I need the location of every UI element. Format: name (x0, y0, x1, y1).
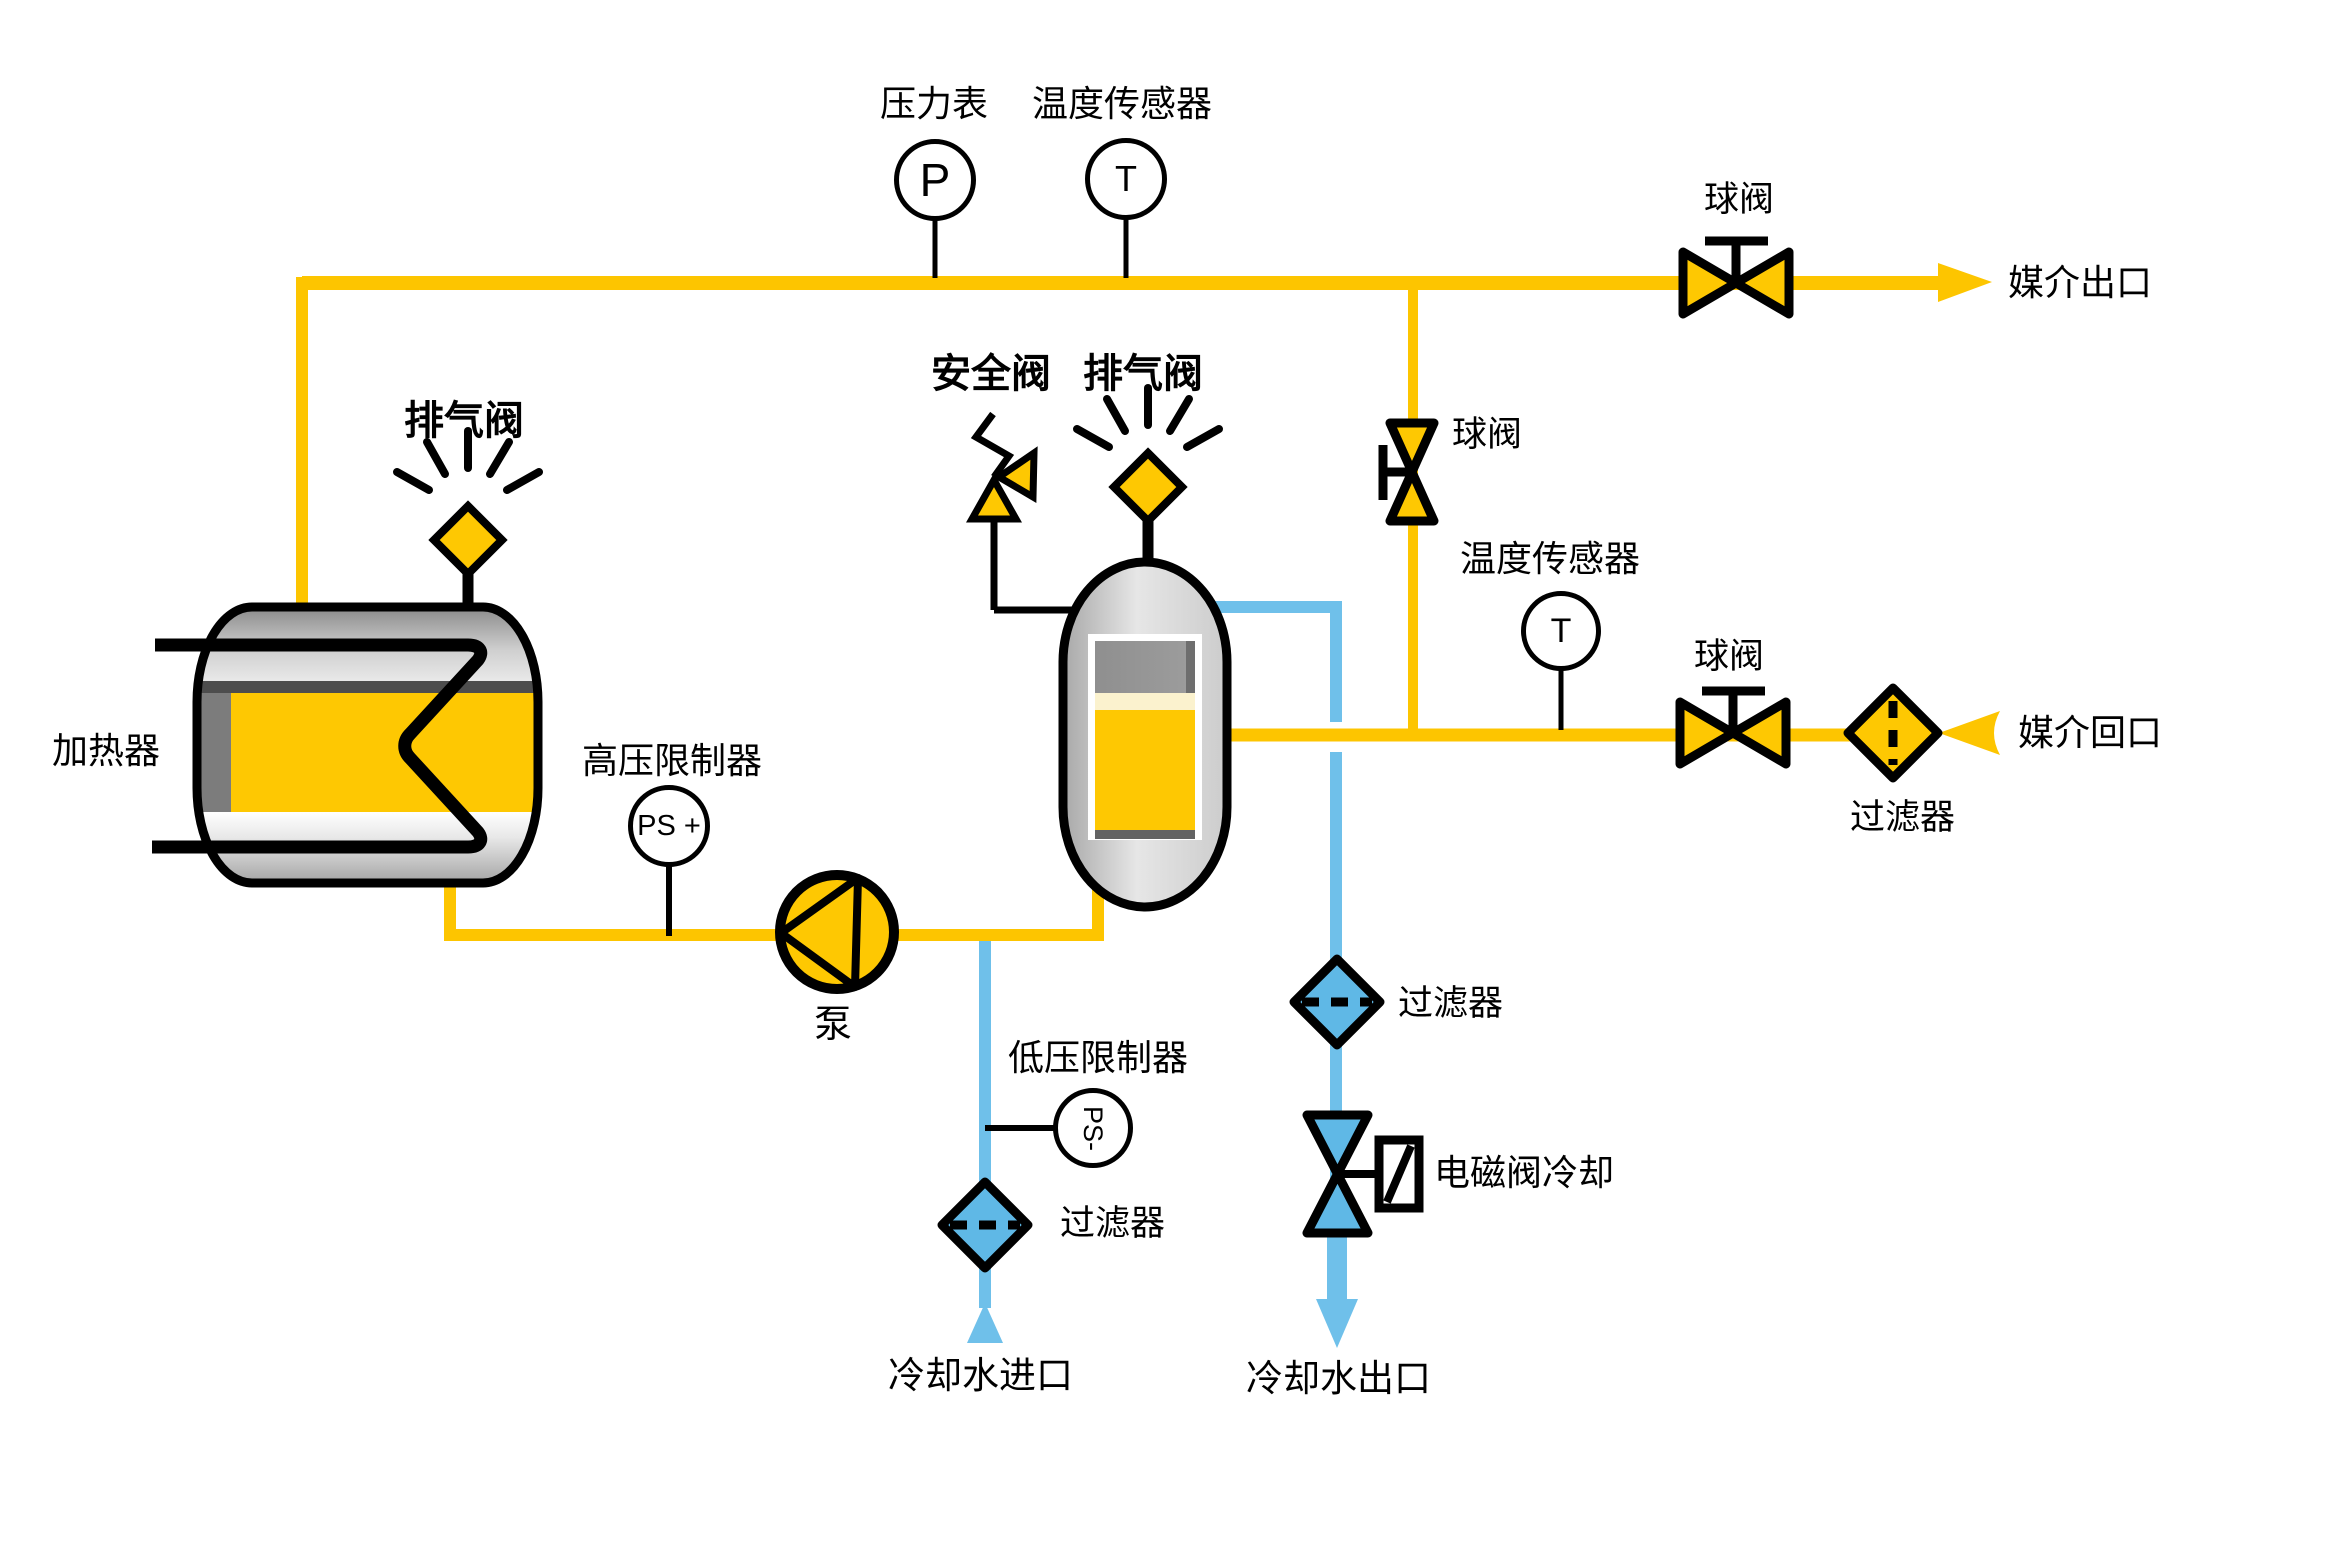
vessel-gas-space (1095, 641, 1195, 693)
label-temperature-sensor-right: 温度传感器 (1460, 538, 1641, 579)
label-heater: 加热器 (52, 730, 161, 771)
label-filter-inlet: 过滤器 (1060, 1204, 1166, 1243)
label-exhaust-valve-heater: 排气阀 (404, 399, 524, 443)
label-low-pressure-limiter: 低压限制器 (1008, 1037, 1189, 1078)
filter-outlet-symbol (1289, 954, 1385, 1050)
label-cooling-water-outlet: 冷却水出口 (1246, 1358, 1431, 1399)
label-filter-return: 过滤器 (1850, 798, 1956, 837)
vessel-liquid-level (1095, 710, 1195, 830)
exhaust-valve-heater-symbol (393, 427, 543, 580)
label-media-return: 媒介回口 (2018, 712, 2163, 753)
label-ball-valve-top: 球阀 (1704, 180, 1775, 219)
cooling-outlet-arrow (1316, 1299, 1358, 1348)
filter-return-symbol (1843, 683, 1943, 783)
media-return-arrow (1939, 711, 2000, 755)
label-pump: 泵 (814, 1004, 853, 1046)
label-solenoid-cooling: 电磁阀冷却 (1434, 1152, 1615, 1193)
ball-valve-branch-symbol (1378, 418, 1439, 526)
label-ball-valve-branch: 球阀 (1452, 415, 1523, 454)
high-pressure-switch-indicator: PS + (628, 785, 710, 867)
temperature-sensor-right-indicator: T (1521, 591, 1601, 671)
heating-element (152, 638, 488, 854)
vessel-foam-band (1095, 693, 1195, 710)
pipe-pump-line (444, 863, 1104, 941)
label-media-outlet: 媒介出口 (2008, 262, 2153, 303)
high-pressure-switch-text: PS + (637, 809, 701, 842)
label-high-pressure-limiter: 高压限制器 (582, 740, 763, 781)
expansion-vessel-symbol (1058, 557, 1232, 912)
pressure-gauge-indicator: P (894, 139, 976, 221)
safety-valve-symbol (966, 411, 1038, 523)
label-pressure-gauge: 压力表 (880, 83, 989, 124)
temperature-sensor-top-indicator: T (1085, 138, 1167, 220)
pump-symbol (775, 870, 899, 994)
ball-valve-return-symbol (1675, 686, 1791, 769)
label-exhaust-valve-tank: 排气阀 (1083, 352, 1203, 396)
label-safety-valve: 安全阀 (931, 352, 1051, 396)
label-ball-valve-return: 球阀 (1694, 637, 1765, 676)
ball-valve-top-symbol (1678, 236, 1794, 319)
instrument-stems (462, 219, 1564, 1131)
temperature-top-letter: T (1115, 158, 1137, 199)
heater-symbol (152, 602, 543, 888)
low-pressure-switch-text: PS- (1078, 1105, 1109, 1151)
label-filter-outlet: 过滤器 (1398, 984, 1504, 1023)
media-outlet-arrow (1938, 263, 1992, 302)
temperature-right-letter: T (1550, 611, 1572, 650)
label-temperature-sensor-top: 温度传感器 (1032, 83, 1213, 124)
solenoid-valve-symbol (1302, 1110, 1424, 1238)
label-cooling-water-inlet: 冷却水进口 (888, 1355, 1073, 1396)
pressure-gauge-letter: P (919, 154, 951, 206)
filter-inlet-symbol (937, 1177, 1033, 1273)
low-pressure-switch-indicator: PS- (1053, 1088, 1133, 1168)
cooling-inlet-arrow (967, 1303, 1003, 1343)
exhaust-valve-tank-symbol (1073, 384, 1223, 527)
